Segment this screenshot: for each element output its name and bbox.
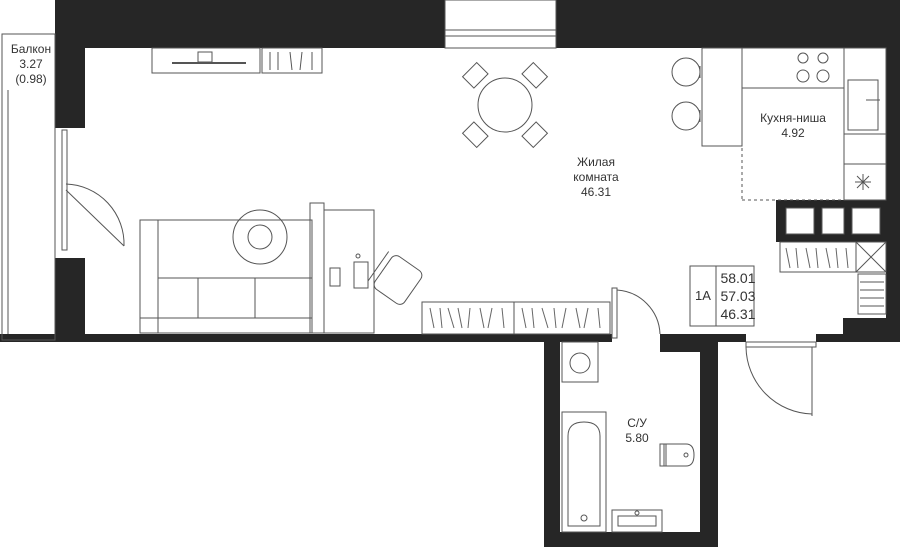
bathroom-area: 5.80 [625,431,649,445]
kitchen-area: 4.92 [781,126,805,140]
bar-counter [671,47,743,147]
unit-area-total: 58.01 [720,270,755,286]
desk [309,202,375,334]
bathroom-fixtures [561,341,695,533]
bathroom-door [611,287,661,339]
unit-area-general: 57.03 [720,288,755,304]
wall-bottom-mid [660,334,746,342]
balcony-area: 3.27 [19,57,43,71]
top-window [444,0,557,49]
bathroom-name: С/У [627,416,647,430]
unit-area-living: 46.31 [720,306,755,322]
balcony-area-reduced: (0.98) [15,72,46,86]
dining-table [461,61,549,149]
bookshelf-top [261,47,323,74]
wardrobe-bottom [421,301,611,335]
wall-left-lower [55,258,85,342]
wall-top-right [556,0,900,342]
unit-type: 1А [695,288,711,303]
office-chair [367,251,423,305]
living-room-name-line1: Жилая [577,155,615,169]
balcony-name: Балкон [11,42,51,56]
tv-console [151,47,261,74]
living-room-area: 46.31 [581,185,611,199]
kitchen-name: Кухня-ниша [760,111,826,125]
kitchen-units [741,47,887,201]
balcony [1,33,125,341]
wall-top-left [55,0,445,128]
kitchen-partition-niches [785,207,881,235]
sofa [139,219,313,334]
wall-bottom-living [0,334,612,342]
unit-info: 1А 58.01 57.03 46.31 [689,265,756,327]
living-room-name-line2: комната [573,170,619,184]
wardrobe-hallway [779,241,887,315]
room-labels: Балкон 3.27 (0.98) Жилая комната 46.31 К… [11,42,826,445]
coffee-table [232,209,288,265]
entrance-door [745,341,817,416]
wall-bottom-right [816,334,856,342]
wall-bathroom [544,340,718,547]
